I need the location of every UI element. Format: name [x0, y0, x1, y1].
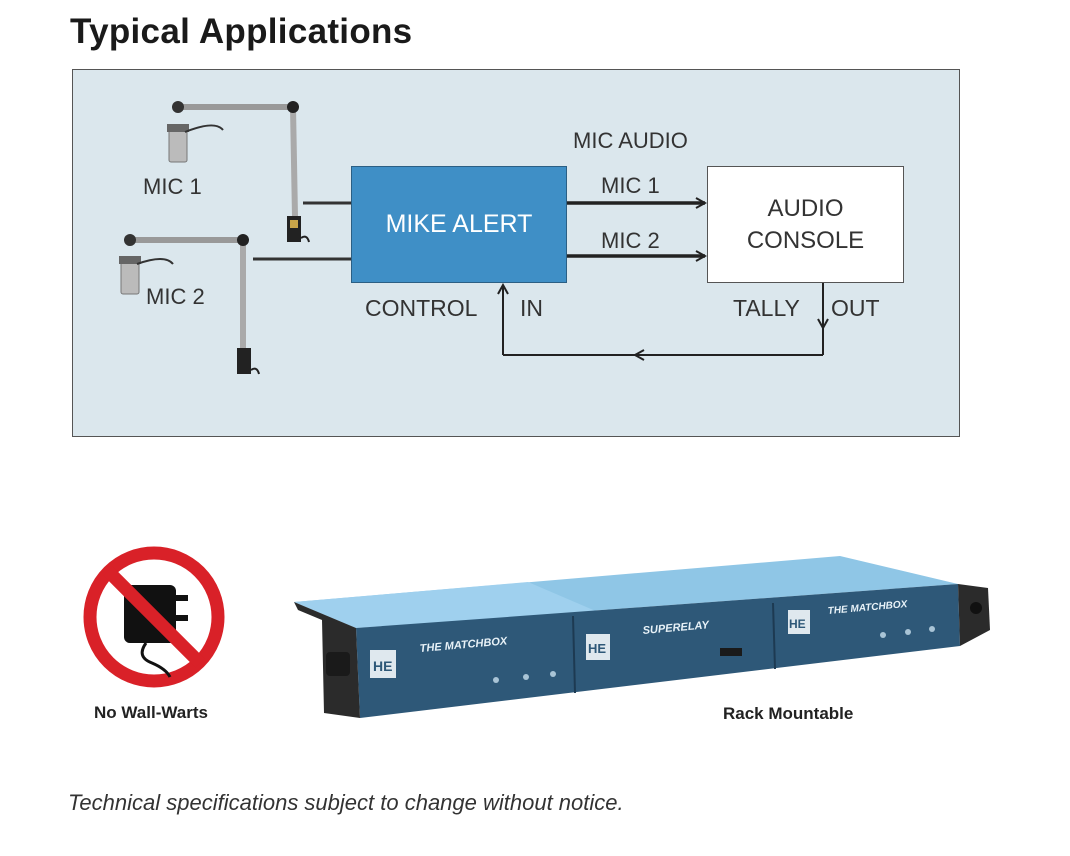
mic1-boom-icon [167, 101, 310, 243]
mic1-label: MIC 1 [143, 174, 202, 199]
he-logo-1 [370, 650, 396, 678]
mic-audio-label: MIC AUDIO [573, 128, 688, 153]
mic2-boom-icon [119, 234, 260, 375]
diagram-wiring [119, 101, 961, 375]
mike-alert-box: MIKE ALERT [351, 166, 567, 283]
rack-mountable-caption: Rack Mountable [723, 704, 854, 723]
mic2-label: MIC 2 [146, 284, 205, 309]
mike-alert-label: MIKE ALERT [385, 210, 533, 238]
audio-console-box: AUDIO CONSOLE [707, 166, 904, 283]
mic2-line-label: MIC 2 [601, 228, 660, 253]
no-wall-warts-caption: No Wall-Warts [94, 703, 208, 722]
he-logo-3 [788, 610, 810, 634]
logo-text-1: HE [373, 658, 392, 674]
logo-text-3: HE [789, 617, 806, 631]
control-label: CONTROL [365, 295, 478, 321]
rack-unit-image: HE HE HE THE MATCHBOX SUPERELAY THE MATC… [294, 556, 990, 718]
application-diagram: MIC 1 MIC 2 MIC AUDIO MIC 1 MIC 2 MIKE A… [72, 69, 960, 437]
mic1-line-label: MIC 1 [601, 173, 660, 198]
he-logo-2 [586, 634, 610, 660]
out-label: OUT [831, 295, 880, 321]
audio-console-line1: AUDIO [767, 194, 844, 222]
module2-name: SUPERELAY [642, 619, 711, 637]
logo-text-2: HE [588, 641, 606, 656]
footer-disclaimer: Technical specifications subject to chan… [68, 790, 624, 815]
audio-console-line2: CONSOLE [746, 226, 865, 254]
page-title: Typical Applications [70, 12, 413, 51]
tally-label: TALLY [733, 295, 800, 321]
no-wall-wart-icon [83, 546, 225, 688]
in-label: IN [520, 295, 543, 321]
